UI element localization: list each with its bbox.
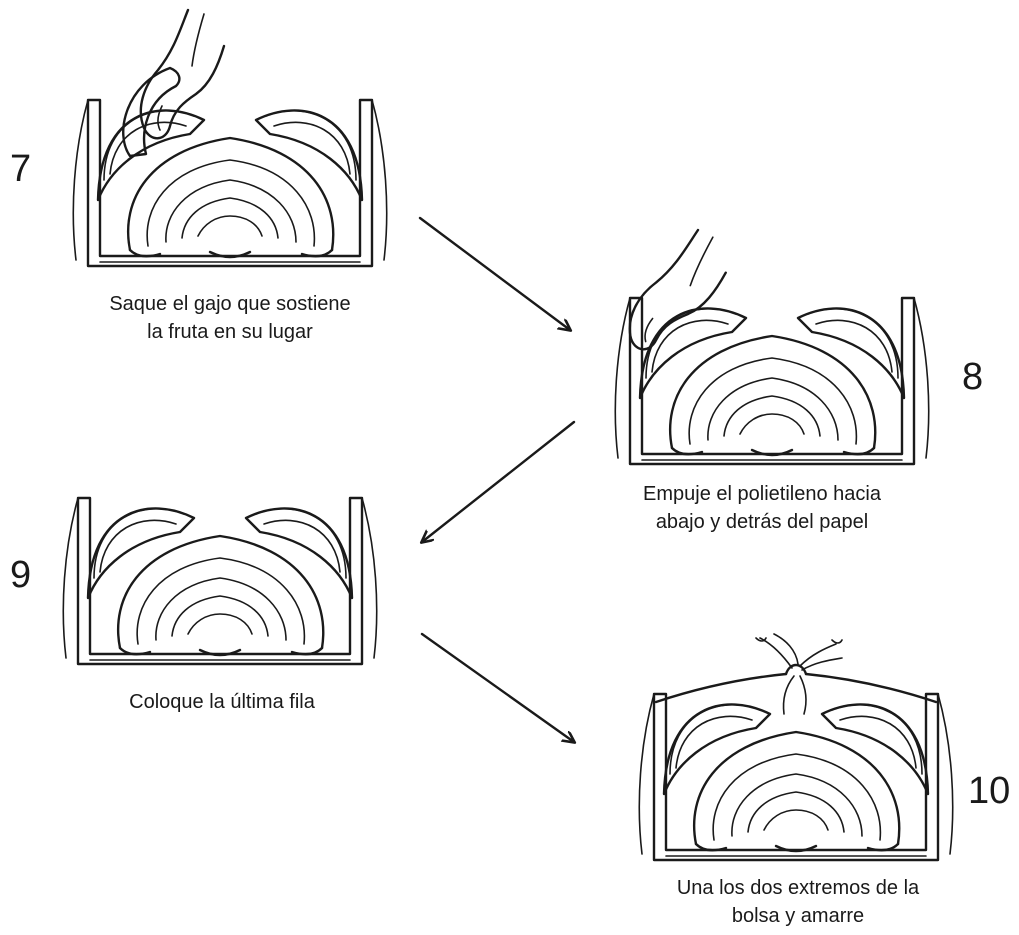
step-caption: Una los dos extremos de la bolsa y amarr… [608, 874, 988, 930]
flow-arrows [420, 218, 574, 742]
step-10-illustration [639, 634, 952, 860]
arrow-8-to-9 [422, 422, 574, 542]
step-number: 8 [962, 358, 983, 396]
step-number: 9 [10, 556, 31, 594]
step-9-illustration [63, 498, 376, 664]
step-caption: Empuje el polietileno hacia abajo y detr… [572, 480, 952, 536]
step-number: 10 [968, 772, 1010, 810]
arrow-9-to-10 [422, 634, 574, 742]
step-8-illustration [615, 220, 928, 464]
step-caption: Coloque la última fila [32, 688, 412, 716]
step-caption: Saque el gajo que sostiene la fruta en s… [40, 290, 420, 346]
step-7-illustration [73, 10, 386, 266]
arrow-7-to-8 [420, 218, 570, 330]
step-number: 7 [10, 150, 31, 188]
